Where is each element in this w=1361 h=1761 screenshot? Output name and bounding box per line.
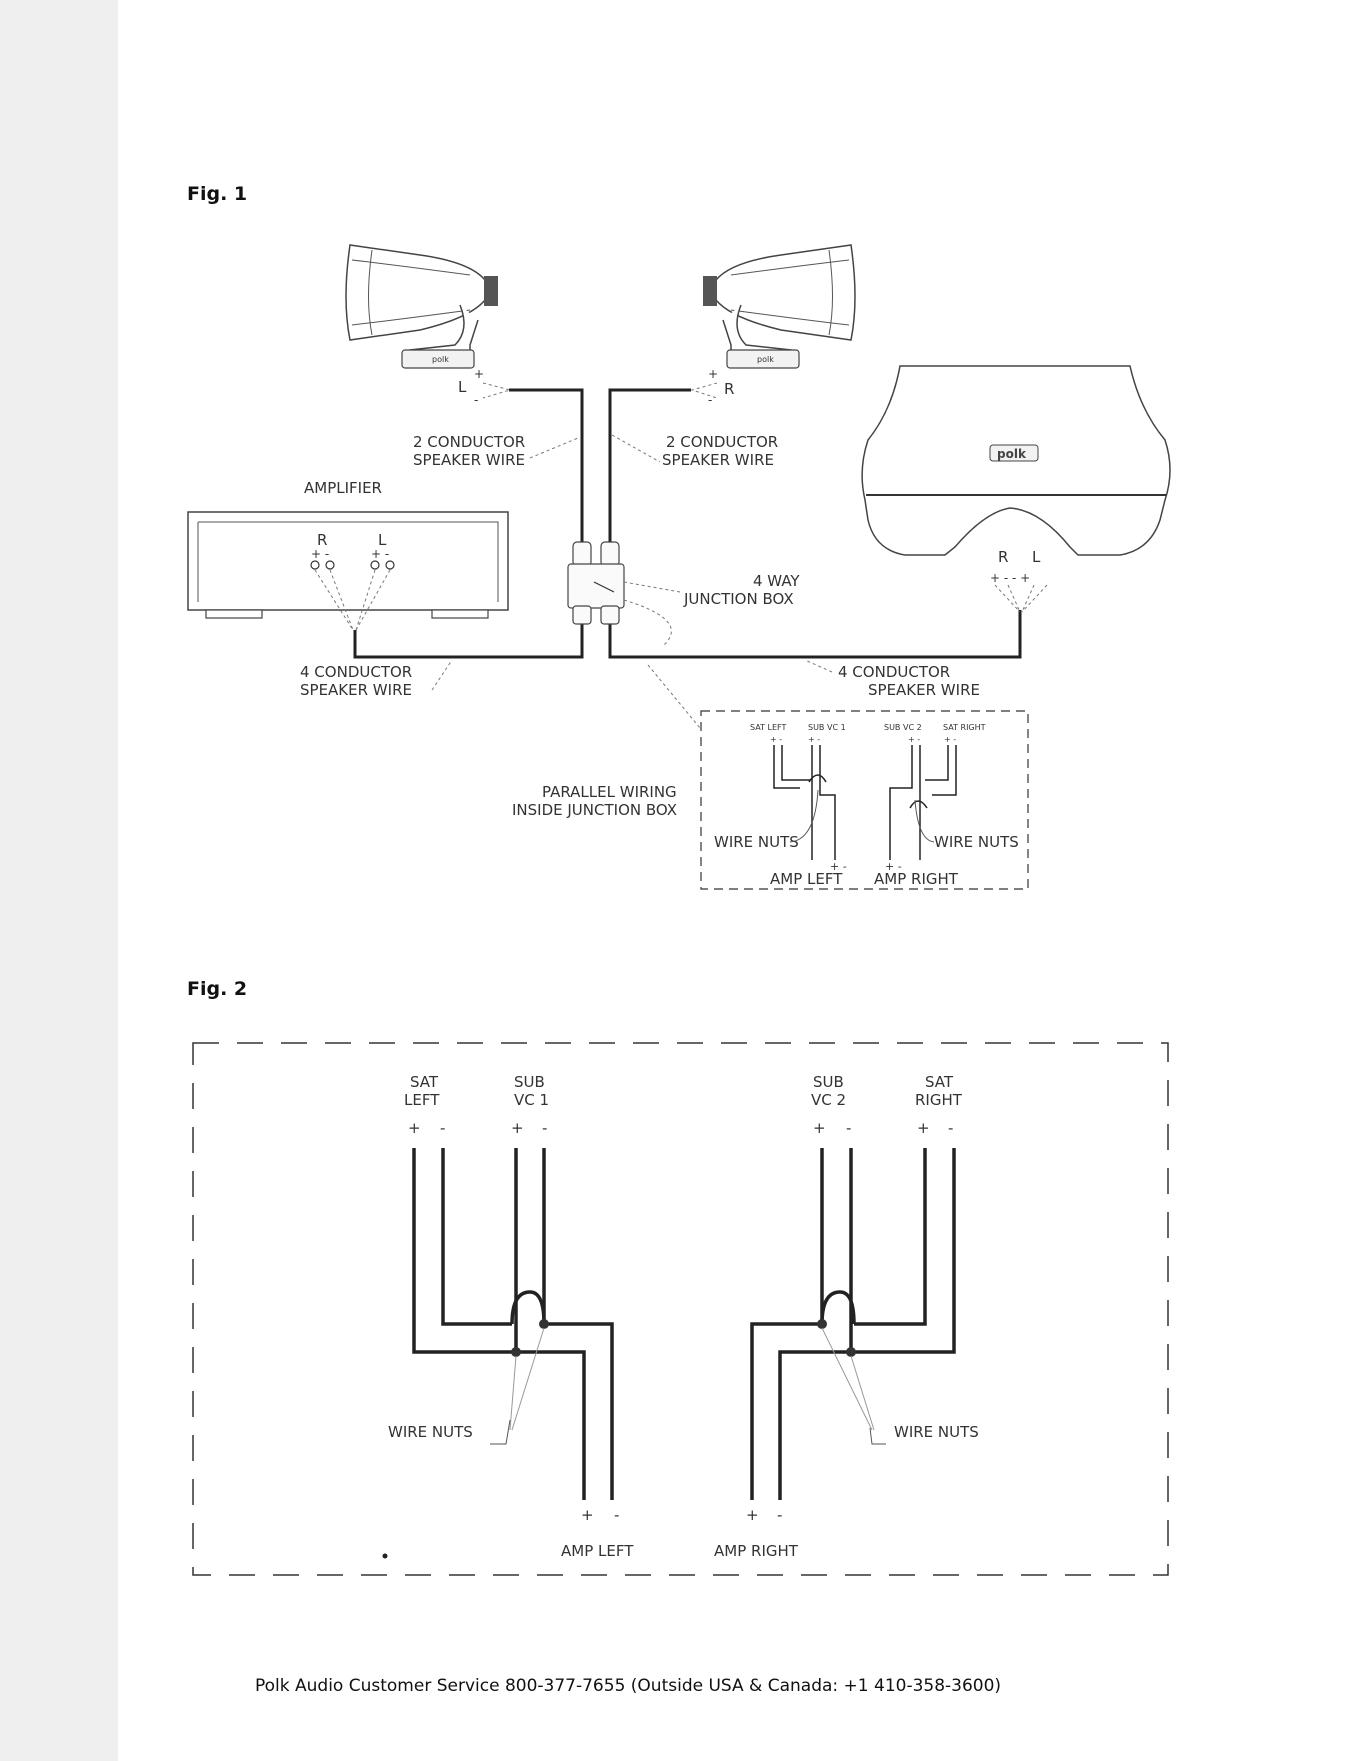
fig2-sat-left-plus: + bbox=[408, 1119, 421, 1137]
parallel-wiring-inset bbox=[700, 710, 1029, 890]
junction-label-2: JUNCTION BOX bbox=[683, 590, 794, 608]
fig2-sat-right-plus: + bbox=[917, 1119, 930, 1137]
fig2-sat-right-minus: - bbox=[948, 1119, 953, 1137]
left-speaker-logo: polk bbox=[432, 355, 449, 364]
inset-sub-vc2-polarity: + - bbox=[908, 735, 920, 744]
subwoofer-polarity: + - - + bbox=[990, 571, 1030, 585]
parallel-wiring-label-2: INSIDE JUNCTION BOX bbox=[512, 801, 677, 819]
scan-edge bbox=[0, 0, 118, 1761]
fig2-sat-left-minus: - bbox=[440, 1119, 445, 1137]
fig2-border bbox=[192, 1042, 1169, 1576]
inset-amp-left: AMP LEFT bbox=[770, 870, 843, 888]
right-speaker-logo: polk bbox=[757, 355, 774, 364]
customer-service-footer: Polk Audio Customer Service 800-377-7655… bbox=[255, 1676, 1001, 1696]
inset-sub-vc2: SUB VC 2 bbox=[884, 723, 922, 732]
amp-l-polarity: + - bbox=[371, 547, 389, 561]
fig2-sub-vc1-2: VC 1 bbox=[514, 1091, 549, 1109]
fig2-sub-vc2-minus: - bbox=[846, 1119, 851, 1137]
right-2-conductor-label-1: 2 CONDUCTOR bbox=[666, 433, 778, 451]
right-satellite-speaker: polk bbox=[703, 244, 856, 369]
amp-4-conductor-label-2: SPEAKER WIRE bbox=[300, 681, 412, 699]
fig2-sat-right-1: SAT bbox=[925, 1073, 954, 1091]
inset-wire-nuts-left: WIRE NUTS bbox=[714, 833, 799, 851]
sub-4-conductor-wire bbox=[608, 610, 1022, 659]
left-2-conductor-label-2: SPEAKER WIRE bbox=[413, 451, 525, 469]
amp-r-polarity: + - bbox=[311, 547, 329, 561]
fig1-title: Fig. 1 bbox=[187, 183, 247, 205]
parallel-wiring-label-1: PARALLEL WIRING bbox=[542, 783, 677, 801]
subwoofer-channel-l: L bbox=[1032, 548, 1041, 566]
right-speaker-wire bbox=[608, 388, 691, 555]
fig2-amp-right-plus: + bbox=[746, 1506, 759, 1524]
subwoofer-channel-r: R bbox=[998, 548, 1008, 566]
left-speaker-wire bbox=[509, 388, 584, 555]
fig2-amp-right-minus: - bbox=[777, 1506, 782, 1524]
inset-sat-right: SAT RIGHT bbox=[943, 723, 986, 732]
left-speaker-minus: - bbox=[474, 393, 478, 407]
right-speaker-plus: + bbox=[708, 367, 718, 381]
left-satellite-speaker: polk bbox=[345, 244, 498, 369]
inset-amp-left-polarity: + - bbox=[830, 860, 847, 873]
inset-sat-left-polarity: + - bbox=[770, 735, 782, 744]
fig2-amp-left-minus: - bbox=[614, 1506, 619, 1524]
sub-4-conductor-label-1: 4 CONDUCTOR bbox=[838, 663, 950, 681]
sub-4-conductor-label-2: SPEAKER WIRE bbox=[868, 681, 980, 699]
fig2-sat-right-2: RIGHT bbox=[915, 1091, 963, 1109]
fig2-wire-nuts-right: WIRE NUTS bbox=[894, 1423, 979, 1441]
fig2-wire-nuts-left: WIRE NUTS bbox=[388, 1423, 473, 1441]
right-speaker-minus: - bbox=[708, 393, 712, 407]
right-2-conductor-label-2: SPEAKER WIRE bbox=[662, 451, 774, 469]
fig2-amp-right: AMP RIGHT bbox=[714, 1542, 799, 1560]
fig2-sat-left-2: LEFT bbox=[404, 1091, 440, 1109]
inset-sat-left: SAT LEFT bbox=[750, 723, 786, 732]
left-speaker-label: L bbox=[458, 378, 467, 396]
inset-amp-right-polarity: + - bbox=[885, 860, 902, 873]
inset-sub-vc1-polarity: + - bbox=[808, 735, 820, 744]
inset-wire-nuts-right: WIRE NUTS bbox=[934, 833, 1019, 851]
fig2-amp-left-plus: + bbox=[581, 1506, 594, 1524]
amp-4-conductor-wire bbox=[353, 618, 584, 659]
fig2-dot bbox=[382, 1553, 388, 1559]
amp-channel-r: R bbox=[317, 531, 327, 549]
left-speaker-plus: + bbox=[474, 367, 484, 381]
fig2-left-wiring bbox=[412, 1148, 614, 1500]
fig2-right-wiring bbox=[750, 1148, 956, 1500]
inset-amp-right: AMP RIGHT bbox=[874, 870, 959, 888]
subwoofer: polk bbox=[861, 365, 1171, 556]
fig2-sub-vc1-minus: - bbox=[542, 1119, 547, 1137]
fig2-sub-vc1-1: SUB bbox=[514, 1073, 545, 1091]
left-2-conductor-label-1: 2 CONDUCTOR bbox=[413, 433, 525, 451]
inset-sat-right-polarity: + - bbox=[944, 735, 956, 744]
fig2-sub-vc1-plus: + bbox=[511, 1119, 524, 1137]
fig2-amp-left: AMP LEFT bbox=[561, 1542, 634, 1560]
inset-sub-vc1: SUB VC 1 bbox=[808, 723, 846, 732]
junction-box bbox=[567, 541, 625, 625]
fig2-sub-vc2-1: SUB bbox=[813, 1073, 844, 1091]
amp-channel-l: L bbox=[378, 531, 387, 549]
fig2-sat-left-1: SAT bbox=[410, 1073, 439, 1091]
fig2-sub-vc2-plus: + bbox=[813, 1119, 826, 1137]
junction-label-1: 4 WAY bbox=[753, 572, 800, 590]
fig2-title: Fig. 2 bbox=[187, 978, 247, 1000]
amp-4-conductor-label-1: 4 CONDUCTOR bbox=[300, 663, 412, 681]
right-speaker-label: R bbox=[724, 380, 734, 398]
subwoofer-logo: polk bbox=[997, 447, 1027, 461]
amplifier bbox=[187, 511, 509, 619]
amplifier-label: AMPLIFIER bbox=[304, 479, 382, 497]
fig2-sub-vc2-2: VC 2 bbox=[811, 1091, 846, 1109]
